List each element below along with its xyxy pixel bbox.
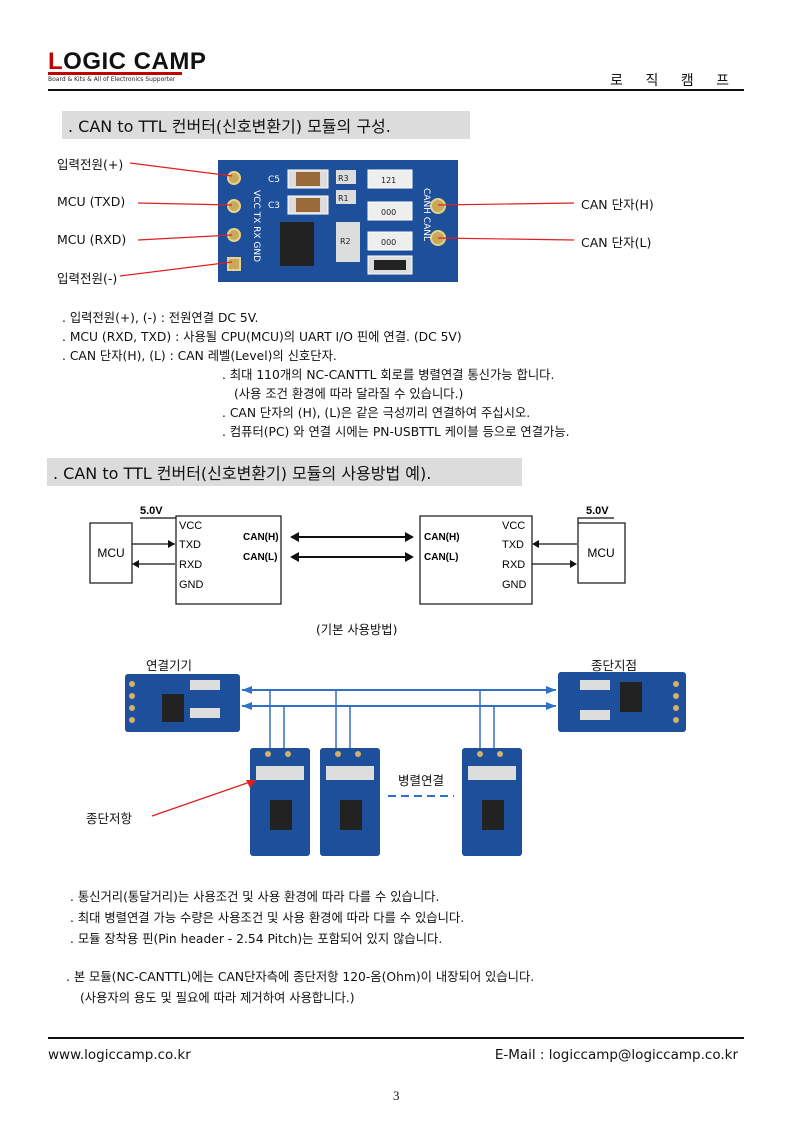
basic-usage-diagram: MCU 5.0V VCC TXD RXD GND CAN(H) CAN(L) C… [89,505,626,605]
right-vcc: VCC [502,520,525,532]
right-rxd: RXD [502,559,525,571]
left-rxd: RXD [179,559,202,571]
silk-c3: C3 [268,201,280,211]
right-gnd: GND [502,579,527,591]
parallel-network-diagram [125,672,686,856]
label-termination-point: 종단지점 [591,658,638,673]
logo-first-letter: L [48,48,64,75]
silk-r1: R1 [338,194,349,203]
desc-line-6: . CAN 단자의 (H), (L)은 같은 극성끼리 연결하여 주십시오. [222,406,531,420]
desc-line-4: . 최대 110개의 NC-CANTTL 회로를 병렬연결 통신가능 합니다. [222,368,555,382]
silk-c5: C5 [268,175,280,185]
label-mcu-rxd: MCU (RXD) [57,232,127,247]
mcu-right-label: MCU [587,546,614,560]
board-drawing: VCC TX RX GND CANH CANL C5 C3 R3 R1 R2 1… [218,160,458,282]
node-board-1 [250,748,310,856]
note-line-3: . 모듈 장착용 핀(Pin header - 2.54 Pitch)는 포함되… [70,932,443,946]
right-can-l: CAN(L) [424,552,458,563]
label-mcu-txd: MCU (TXD) [57,194,126,209]
desc-line-1: . 입력전원(+), (-) : 전원연결 DC 5V. [62,311,259,325]
footer-divider [48,1037,744,1039]
label-can-h: CAN 단자(H) [581,197,654,212]
label-terminating-resistor: 종단저항 [86,811,133,826]
logo: LOGIC CAMP [48,48,206,76]
header-divider [48,89,744,91]
section2-title: . CAN to TTL 컨버터(신호변환기) 모듈의 사용방법 예). [47,458,522,486]
right-txd: TXD [502,539,524,551]
note-line-5: (사용자의 용도 및 필요에 따라 제거하여 사용합니다.) [80,991,355,1005]
silk-000b: 000 [381,238,396,247]
logo-subtitle: Board & Kits & All of Electronics Suppor… [48,76,176,83]
desc-line-2: . MCU (RXD, TXD) : 사용될 CPU(MCU)의 UART I/… [62,330,462,344]
silk-r2: R2 [340,237,351,246]
left-vcc: VCC [179,520,202,532]
desc-line-5: (사용 조건 환경에 따라 달라질 수 있습니다.) [234,387,464,401]
header-title: 로 직 캠 프 [610,73,738,89]
logo-text: OGIC CAMP [63,48,207,75]
desc-line-3: . CAN 단자(H), (L) : CAN 레벨(Level)의 신호단자. [62,349,337,363]
label-gnd-in: 입력전원(-) [57,271,118,286]
silk-pins-right: CANH CANL [421,188,431,241]
note-line-1: . 통신거리(통달거리)는 사용조건 및 사용 환경에 따라 다를 수 있습니다… [70,890,440,904]
page-number: 3 [393,1088,400,1103]
silk-r3: R3 [338,174,349,183]
footer-website: www.logiccamp.co.kr [48,1047,191,1063]
module-right-box [419,515,533,605]
silk-000a: 000 [381,208,396,217]
note-line-2: . 최대 병렬연결 가능 수량은 사용조건 및 사용 환경에 따라 다를 수 있… [70,911,465,925]
mcu-left-box [89,522,133,584]
voltage-left: 5.0V [140,505,163,517]
left-can-h: CAN(H) [243,532,279,543]
left-txd: TXD [179,539,201,551]
pointer-lines [119,162,575,277]
mcu-right-box [577,522,626,584]
node-board-3 [462,748,522,856]
desc-line-7: . 컴퓨터(PC) 와 연결 시에는 PN-USBTTL 케이블 등으로 연결가… [222,425,570,439]
can-ttl-module-board: VCC TX RX GND CANH CANL C5 C3 R3 R1 R2 1… [218,160,458,282]
node-board-2 [320,748,380,856]
logo-underline [48,72,182,75]
module-left-box [175,515,282,605]
label-parallel: 병렬연결 [398,773,445,788]
label-connected-device: 연결기기 [146,658,193,673]
label-can-l: CAN 단자(L) [581,235,652,250]
voltage-right: 5.0V [586,505,609,517]
silk-121: 121 [381,176,396,185]
silk-pins-left: VCC TX RX GND [251,190,261,262]
section1-title: . CAN to TTL 컨버터(신호변환기) 모듈의 구성. [62,111,470,139]
right-can-h: CAN(H) [424,532,460,543]
note-line-4: . 본 모듈(NC-CANTTL)에는 CAN단자측에 종단저항 120-옴(O… [66,970,535,984]
left-gnd: GND [179,579,204,591]
left-can-l: CAN(L) [243,552,277,563]
label-vcc-in: 입력전원(+) [57,157,124,172]
footer-email: E-Mail : logiccamp@logiccamp.co.kr [494,1047,738,1063]
diagram-caption: (기본 사용방법) [316,623,398,637]
mcu-left-label: MCU [97,546,124,560]
